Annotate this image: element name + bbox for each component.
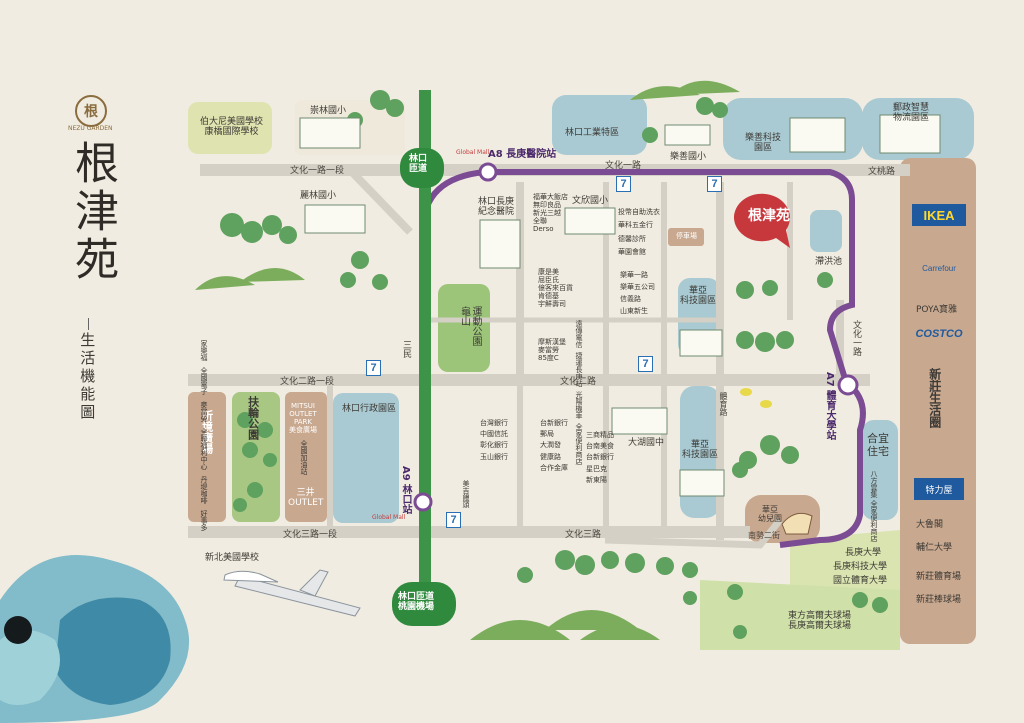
label-new-north-school: 新北美國學校 xyxy=(205,553,260,563)
tlw-logo-icon: 特力屋 xyxy=(914,478,964,500)
global-mall-label-2: Global Mall xyxy=(372,514,406,521)
label-mitsui: MITSUI OUTLET PARK 美食廣場 xyxy=(289,402,317,435)
ikea-logo-icon: IKEA xyxy=(912,204,966,226)
tree-icons xyxy=(220,90,888,639)
label-leshan-school: 樂善國小 xyxy=(670,152,707,162)
decorative-water xyxy=(0,555,190,723)
label-kindergarten: 華亞 幼兒園 xyxy=(758,505,782,524)
list-row2: 遠傳電信捷運長庚站光陽機車全家便利商店 xyxy=(575,320,584,465)
label-golf: 東方高爾夫球場 長庚高爾夫球場 xyxy=(788,611,852,632)
list-shop2: 台新銀行郵局大潤發健康路合作金庫 xyxy=(540,419,568,472)
road-wenhua2-1: 文化二路一段 xyxy=(280,377,335,387)
label-mitsui2: 三井 OUTLET xyxy=(288,488,324,509)
list-market: 八方雲集全家便利商店 xyxy=(870,470,879,542)
label-heyi: 合宜 住宅 xyxy=(867,432,889,458)
hill-icons xyxy=(195,80,740,640)
label-huaya2: 華亞 科技園區 xyxy=(682,440,719,461)
label-bakery: 美吉饅頭 xyxy=(462,480,471,508)
label-pond: 滯洪池 xyxy=(815,257,843,267)
store-7-icon-3: 7 xyxy=(366,360,381,376)
school-buildings xyxy=(299,114,941,497)
rocking-horse-icon xyxy=(781,512,813,535)
linkou-road-badge xyxy=(400,148,444,188)
label-logistics: 郵政智慧 物流園區 xyxy=(893,103,930,124)
road-wenhua1: 文化一路 xyxy=(605,161,642,171)
label-xz-baseball: 新莊棒球場 xyxy=(916,595,962,605)
station-a8[interactable]: A8 長庚醫院站 xyxy=(488,149,557,160)
road-wenhua1-1: 文化一路一段 xyxy=(290,166,345,176)
global-mall-label-1: Global Mall xyxy=(456,149,490,156)
highway-airport[interactable]: 林口匝道 桃園機場 xyxy=(398,592,435,613)
brand-subtitle: 生活機能圖 xyxy=(78,332,97,422)
road-wenhua1-vertical: 文化一路 xyxy=(851,320,861,356)
list-shop3: 三商精品台南美食台新銀行星巴克新東陽 xyxy=(586,431,614,484)
road-wentao: 文桃路 xyxy=(868,167,896,177)
label-pedani: 伯大尼美國學校 康橋國際學校 xyxy=(200,117,264,138)
nezu-label[interactable]: 根津苑 xyxy=(748,208,790,224)
store-7-icon-5: 7 xyxy=(446,512,461,528)
brand-title: 根津苑 xyxy=(67,140,118,284)
road-nanjiang: 南勢二街 xyxy=(748,531,780,540)
list-row-west: 家樂福全國電子麥當勞全聯福利中心丹堤咖啡好事多 xyxy=(200,340,209,531)
road-wenhua2: 文化二路 xyxy=(560,377,597,387)
nezu-marker-icon xyxy=(733,193,790,248)
label-fujen: 輔仁大學 xyxy=(916,543,953,553)
carrefour-logo-icon: Carrefour xyxy=(922,263,956,273)
list-east: 樂華一路樂華五公司信義路山東新生 xyxy=(620,271,655,315)
label-changgung-univ: 長庚大學 xyxy=(845,548,882,558)
brand-divider xyxy=(88,318,89,330)
label-lilin-school: 崇林國小 xyxy=(310,106,347,116)
highway-linkou-road[interactable]: 林口 匝道 xyxy=(409,154,428,175)
list-north: 投幣自助洗衣華科五金行德馨診所華園會館 xyxy=(618,208,660,256)
label-xinzhuang: 新莊生活圈 xyxy=(927,368,942,428)
station-markers xyxy=(413,162,859,512)
label-gov: 林口行政園區 xyxy=(342,404,397,414)
mrt-line xyxy=(420,169,866,548)
brand-logo-icon: 根 xyxy=(75,95,107,127)
brown-blocks xyxy=(188,158,976,644)
costco-logo-icon: COSTCO xyxy=(915,328,963,340)
station-a9[interactable]: A9 林口站 xyxy=(400,466,411,515)
train-icon xyxy=(223,570,279,583)
label-leshan-park: 樂善科技 園區 xyxy=(745,133,782,154)
road-tiyu: 體育路 xyxy=(719,392,728,416)
label-parking: 停車場 xyxy=(676,232,697,240)
label-park-fulun: 扶輪公園 xyxy=(246,396,260,440)
list-bank: 台灣銀行中國信託彰化銀行玉山銀行 xyxy=(480,419,508,461)
airport-badge xyxy=(392,582,456,626)
label-ind-park: 林口工業特區 xyxy=(565,128,620,138)
label-dahu-school: 大湖國中 xyxy=(628,438,665,448)
label-sports-park: 運動公園 龜山 xyxy=(458,306,482,346)
bird-icons xyxy=(740,388,772,408)
store-7-icon-2: 7 xyxy=(707,176,722,192)
label-xz-gym: 新莊體育場 xyxy=(916,572,962,582)
road-wenhua3-1: 文化三路一段 xyxy=(283,530,338,540)
brand-logo-text: NEZU GARDEN xyxy=(68,125,113,132)
label-square: 昕境廣場 xyxy=(200,410,214,454)
label-darun: 大魯閣 xyxy=(916,520,944,530)
label-lilin2-school: 麗林國小 xyxy=(300,191,337,201)
road-wenhua3: 文化三路 xyxy=(565,530,602,540)
label-changgung-tech: 長庚科技大學 xyxy=(833,562,888,572)
plane-icon xyxy=(234,569,361,617)
station-a7[interactable]: A7 體育大學站 xyxy=(824,372,835,441)
label-poya: POYA寶雅 xyxy=(916,305,957,315)
store-7-icon-1: 7 xyxy=(616,176,631,192)
label-chang-gung: 林口長庚 紀念醫院 xyxy=(478,197,515,218)
label-gas: 全國加油站 xyxy=(300,440,309,475)
list-med: 康是美屈臣氏億客來百貨肯德基宇鮮壽司 xyxy=(538,268,573,309)
label-huaya1: 華亞 科技園區 xyxy=(680,286,717,307)
label-wenhua-school: 文欣國小 xyxy=(572,196,609,206)
label-sports-univ: 國立體育大學 xyxy=(833,576,888,586)
store-7-icon-4: 7 xyxy=(638,356,653,372)
road-sanmin: 三民 xyxy=(401,340,411,358)
